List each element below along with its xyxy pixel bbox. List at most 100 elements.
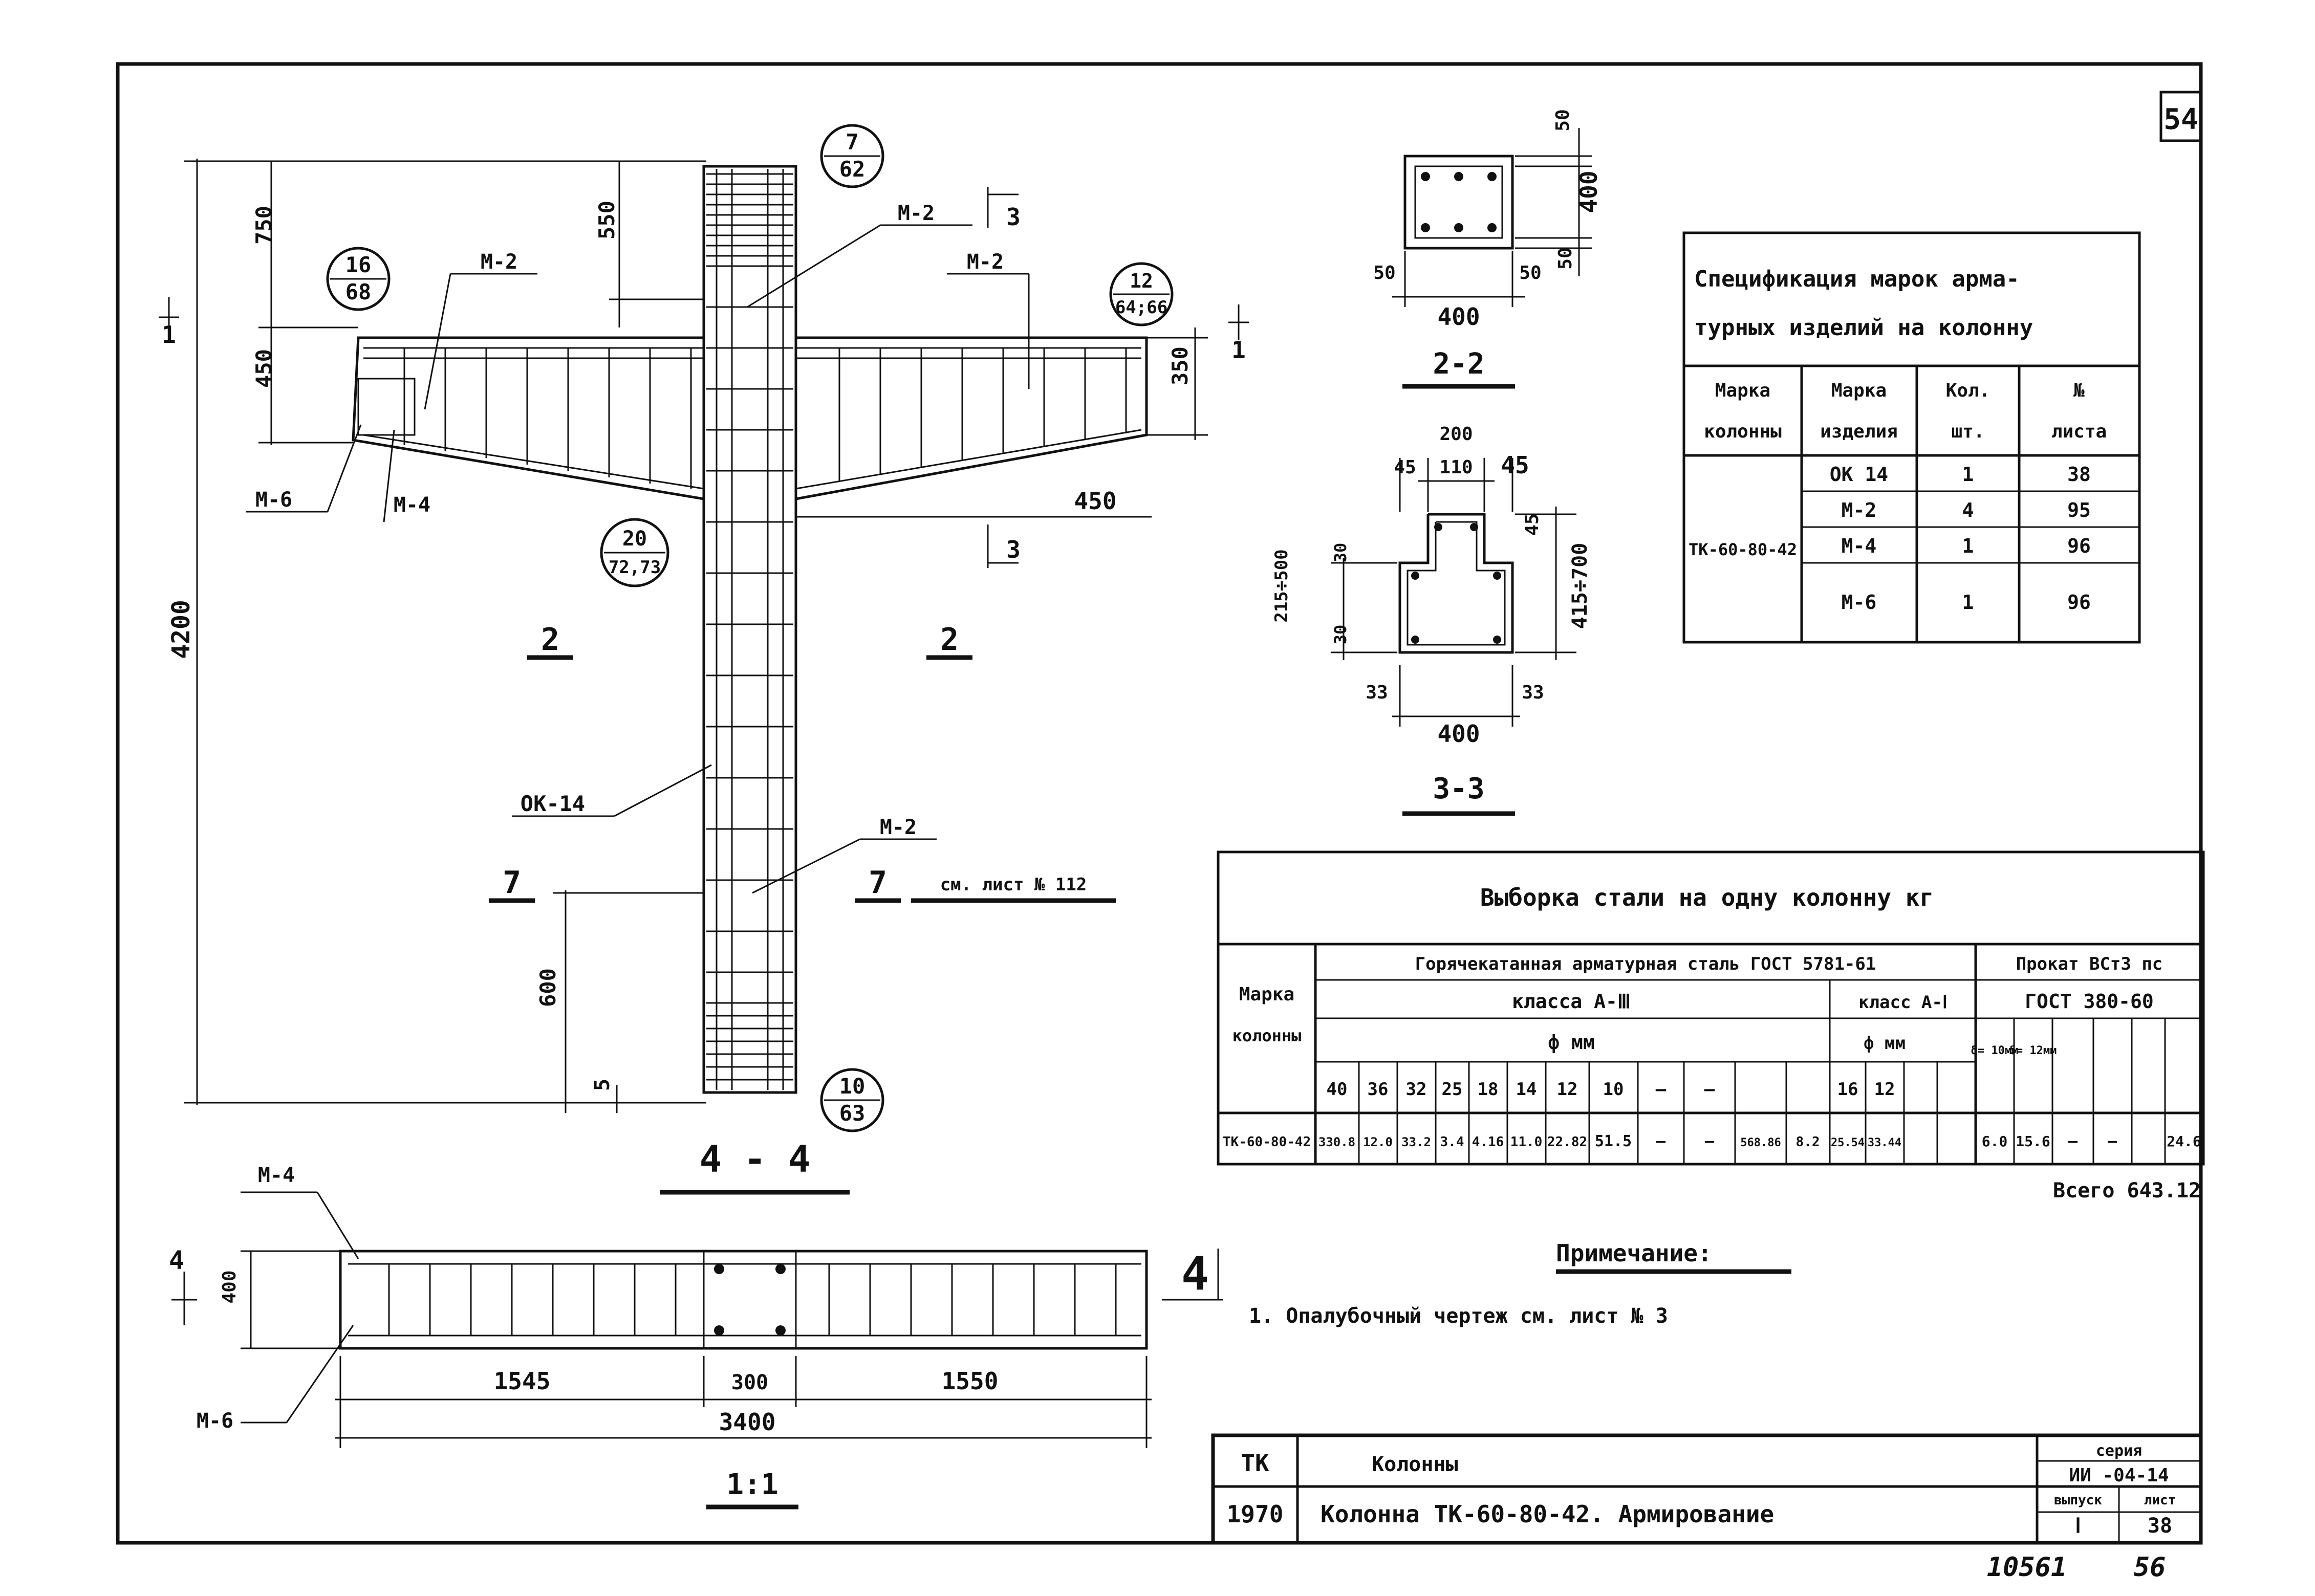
spec-table: Спецификация марок арма- турных изделий … [1682,231,2141,644]
callout-top: 12 [1130,270,1153,292]
steel-plate-12: δ= 12мм [2009,1044,2057,1057]
see-sheet-112: см. лист № 112 [940,874,1087,895]
dim-50-left: 50 [1373,263,1395,283]
title-sheet-value: 38 [2148,1514,2172,1538]
spec-row-qty: 1 [1962,591,1974,614]
steel-row-value: 15.6 [2016,1133,2050,1150]
callout-12-64-66: 12 64;66 [1109,262,1174,326]
plan-section-mark-4-right: 4 [1181,1247,1209,1301]
section-mark-3-top: 3 [1006,203,1021,231]
label-m2-center: М-2 [898,202,935,225]
section-mark-7-right: 7 [869,865,887,901]
label-m2-left: М-2 [481,250,517,274]
steel-dia: — [1704,1079,1715,1100]
dim-45-left: 45 [1394,457,1416,478]
label-ok14: ОК-14 [521,791,585,816]
dim-400-vert: 400 [1575,170,1603,213]
dim-550: 550 [594,201,619,239]
steel-row-mark: ТК-60-80-42 [1223,1134,1311,1150]
archive-number: 10561 [1987,1552,2067,1583]
callout-top: 7 [846,129,858,155]
steel-row-value: — [2068,1132,2078,1150]
dim-50-bottom: 50 [1555,247,1576,269]
spec-row-qty: 1 [1962,463,1974,486]
section-mark-2-left: 2 [541,622,559,658]
label-m2-right: М-2 [967,250,1004,274]
callout-top: 20 [622,527,647,551]
steel-dia: 10 [1603,1079,1624,1100]
section-mark-2-right: 2 [940,622,959,658]
callout-7-62: 7 62 [820,124,884,188]
steel-phi-mm: ф мм [1548,1031,1595,1054]
section-3-3-title: 3-3 [1433,772,1484,805]
note-title: Примечание: [1556,1239,1712,1267]
dim-33-right: 33 [1522,682,1544,703]
steel-row-value: 11.0 [1510,1134,1543,1150]
note-text: 1. Опалубочный чертеж см. лист № 3 [1249,1304,1668,1328]
column-mid-stirrups [706,306,793,973]
spec-title-line2: турных изделий на колонну [1694,315,2033,341]
steel-class-a1: класс А-Ⅰ [1858,992,1948,1013]
column-bottom-stirrups [706,1002,793,1081]
callout-top: 16 [345,252,372,277]
right-console [795,336,1148,500]
plan-scale: 1:1 [726,1468,778,1501]
plan-label-m4: М-4 [258,1164,295,1187]
callout-bottom: 62 [839,157,866,182]
callout-top: 10 [839,1074,866,1099]
dim-33-left: 33 [1366,682,1388,703]
dim-600: 600 [535,968,560,1007]
callout-10-63: 10 63 [820,1068,884,1132]
spec-row-sheet: 95 [2067,499,2091,521]
plan-section-mark-4-left: 4 [169,1245,184,1275]
dim-50-top: 50 [1552,109,1573,131]
note-block: Примечание: 1. Опалубочный чертеж см. ли… [1249,1239,1791,1328]
dim-45-right: 45 [1501,451,1529,479]
steel-row-value: 22.82 [1547,1134,1587,1150]
callout-16-68: 16 68 [326,247,391,311]
dim-415-700: 415÷700 [1568,543,1592,629]
callout-bottom: 68 [345,279,372,304]
steel-dia-a1: 12 [1874,1079,1895,1100]
steel-row-value: 33.44 [1868,1136,1901,1149]
spec-column-mark: ТК-60-80-42 [1689,540,1797,559]
steel-class-a3: класса А-Ⅲ [1512,990,1631,1013]
plan-view: М-4 М-6 4 4 400 1545 300 1550 3400 1:1 [169,1164,1223,1510]
spec-row-sheet: 96 [2067,535,2091,557]
steel-row-value: 6.0 [1982,1133,2008,1150]
steel-row-value: — [1705,1132,1715,1150]
spec-header-sheet-2: листа [2051,421,2107,442]
section-mark-1-right: 1 [1231,336,1246,364]
label-m2-low: М-2 [880,816,917,839]
section-2-2: 50 400 50 50 50 400 2-2 [1373,109,1603,389]
steel-row-value: 330.8 [1318,1135,1355,1149]
steel-group-hot-rolled: Горячекатанная арматурная сталь ГОСТ 578… [1415,954,1876,974]
steel-dia: 14 [1516,1079,1537,1100]
steel-row-value: 12.0 [1363,1135,1393,1149]
steel-dia: 32 [1406,1079,1427,1100]
column-top-stirrups [706,173,793,267]
spec-header-mark-col-2: колонны [1704,421,1782,442]
section-3-3: 200 45 110 45 30 215÷500 30 45 415÷700 3… [1271,424,1592,816]
corner-number-text: 54 [2163,103,2198,136]
spec-row-sheet: 96 [2067,591,2091,614]
dim-50-right: 50 [1519,263,1541,283]
steel-table-title: Выборка стали на одну колонну кг [1480,884,1934,911]
steel-row-value: 24.6 [2167,1133,2201,1150]
steel-dia: 36 [1368,1079,1389,1100]
plan-dim-400: 400 [219,1270,240,1303]
callout-20-72-73: 20 72,73 [600,518,669,587]
callout-bottom: 72,73 [609,557,661,578]
title-row2-title: Колонна ТК-60-80-42. Армирование [1321,1500,1774,1528]
plan-dim-300: 300 [731,1371,768,1394]
steel-row-value: — [2108,1132,2117,1150]
spec-row-item: М-4 [1842,535,1877,557]
dim-350: 350 [1167,346,1193,385]
spec-header-mark-col-1: Марка [1715,380,1770,401]
left-console [352,336,704,500]
steel-gost-380: ГОСТ 380-60 [2025,990,2154,1013]
spec-row-item: ОК 14 [1830,463,1888,486]
steel-plate-10: δ= 10мм [1971,1044,2019,1057]
spec-header-item-2: изделия [1820,421,1898,442]
